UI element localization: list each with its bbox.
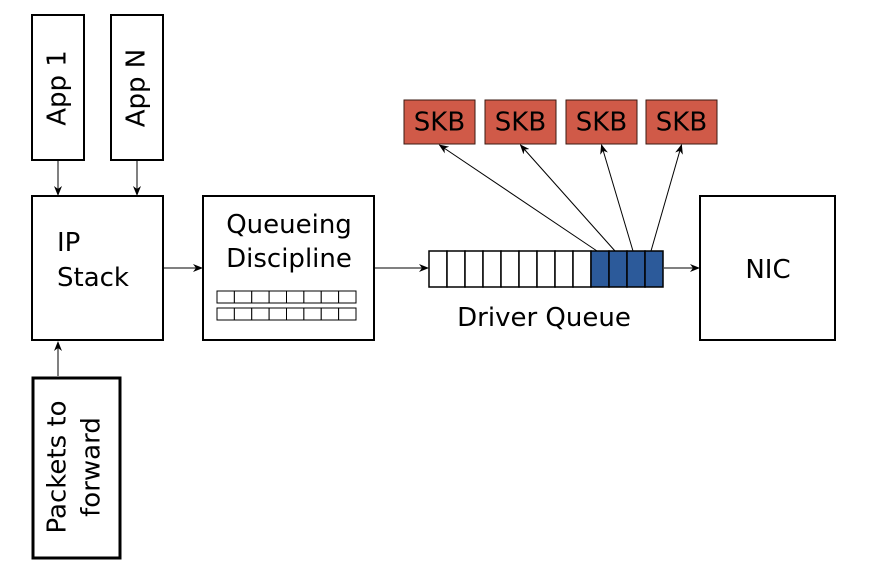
qdisc-slot	[303, 290, 322, 304]
nic-label: NIC	[745, 255, 790, 285]
skb-box: SKB	[403, 99, 476, 145]
app-n-box: App N	[110, 14, 164, 161]
skb-buffers: SKB SKB SKB SKB	[403, 99, 718, 145]
skb-rect	[484, 99, 557, 145]
qdisc-slot	[251, 307, 270, 321]
skb-box: SKB	[645, 99, 718, 145]
qdisc-slot	[320, 307, 340, 321]
skb-box: SKB	[565, 99, 638, 145]
packets-label-line2: forward	[77, 417, 107, 517]
ip-stack-label-line1: IP	[57, 228, 80, 258]
driver-queue-slot	[518, 250, 538, 288]
qdisc-slot	[320, 290, 340, 304]
skb-label: SKB	[656, 108, 707, 138]
skb-label: SKB	[576, 108, 627, 138]
qdisc-slot	[233, 290, 253, 304]
driver-queue-slot	[572, 250, 592, 288]
driver-queue-slot	[554, 250, 574, 288]
app-n-label: App N	[122, 49, 152, 128]
qdisc-slot	[286, 307, 305, 321]
driver-queue-label: Driver Queue	[457, 303, 631, 333]
skb-label: SKB	[414, 108, 465, 138]
skb-pointer-arrow	[600, 144, 634, 252]
ip-stack-box: IP Stack	[31, 195, 164, 341]
qdisc-label-line1: Queueing	[226, 210, 352, 240]
driver-queue-slot	[482, 250, 502, 288]
qdisc-slot	[286, 290, 305, 304]
qdisc-slot	[268, 290, 287, 304]
qdisc-slot	[338, 290, 357, 304]
qdisc-slot	[216, 307, 235, 321]
skb-box: SKB	[484, 99, 557, 145]
queueing-discipline-box: Queueing Discipline	[202, 195, 375, 341]
qdisc-slot	[251, 290, 270, 304]
driver-queue: Driver Queue	[428, 250, 664, 333]
qdisc-slot	[216, 290, 235, 304]
ip-stack-label-line2: Stack	[57, 263, 129, 293]
driver-queue-slot-filled	[590, 250, 610, 288]
skb-rect	[565, 99, 638, 145]
skb-rect	[403, 99, 476, 145]
skb-rect	[645, 99, 718, 145]
qdisc-slot	[303, 307, 322, 321]
skb-pointer-arrow	[650, 144, 683, 252]
driver-queue-slot-filled	[626, 250, 646, 288]
qdisc-slot	[268, 307, 287, 321]
qdisc-slot	[338, 307, 357, 321]
driver-queue-slot	[428, 250, 448, 288]
skb-pointer-arrows	[438, 144, 683, 252]
qdisc-slot	[233, 307, 253, 321]
skb-pointer-arrow	[438, 144, 598, 252]
skb-pointer-arrow	[519, 144, 616, 252]
driver-queue-slot-filled	[644, 250, 664, 288]
driver-queue-slot	[446, 250, 466, 288]
app-1-label: App 1	[43, 50, 73, 126]
flow-arrows	[54, 160, 700, 376]
qdisc-queue	[216, 290, 357, 321]
driver-queue-slot-filled	[608, 250, 628, 288]
driver-queue-slot	[500, 250, 520, 288]
driver-queue-slot	[536, 250, 556, 288]
driver-queue-slot	[464, 250, 484, 288]
skb-label: SKB	[495, 108, 546, 138]
packets-label-line1: Packets to	[43, 401, 73, 534]
nic-box: NIC	[699, 195, 836, 341]
app-1-box: App 1	[31, 14, 85, 161]
packets-to-forward-box: Packets to forward	[31, 376, 122, 560]
qdisc-label-line2: Discipline	[226, 244, 352, 274]
